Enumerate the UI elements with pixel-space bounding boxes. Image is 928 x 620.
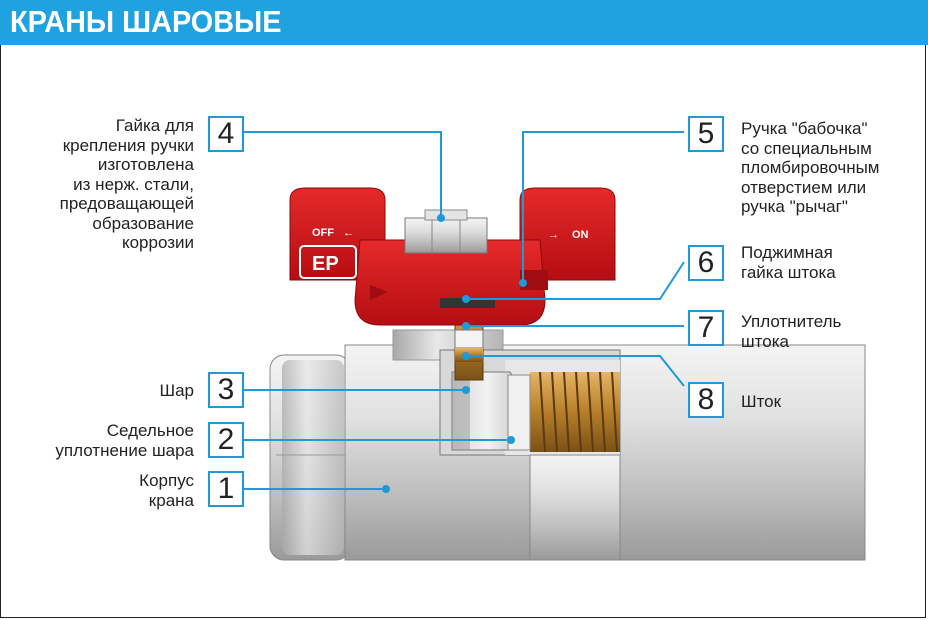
brass-thread (530, 371, 620, 453)
callout-number-1: 1 (208, 471, 244, 507)
callout-label-6: Поджимная гайка штока (741, 243, 836, 282)
callout-label-5: Ручка "бабочка" со специальным пломбиров… (741, 119, 880, 216)
callout-number-6: 6 (688, 245, 724, 281)
leader-dots (382, 214, 527, 493)
handle-badge: EP (312, 253, 339, 275)
callout-number-2: 2 (208, 422, 244, 458)
valve-left-end (269, 354, 351, 561)
page-title: КРАНЫ ШАРОВЫЕ (10, 4, 282, 39)
callout-label-8: Шток (741, 392, 782, 411)
callout-label-1: Корпус крана (139, 471, 194, 510)
callout-number-8: 8 (688, 382, 724, 418)
handle-on-text: ON (572, 229, 589, 241)
callout-label-3: Шар (159, 381, 195, 400)
handle-off-text: OFF (312, 227, 334, 239)
callout-label-7: Уплотнитель штока (741, 312, 842, 351)
packing-nut (440, 298, 495, 308)
callout-number-4: 4 (208, 116, 244, 152)
leader-lines (244, 131, 685, 490)
callout-number-5: 5 (688, 116, 724, 152)
callout-number-3: 3 (208, 372, 244, 408)
header-bar: КРАНЫ ШАРОВЫЕ (0, 0, 928, 45)
callout-label-4: Гайка для крепления ручки изготовлена из… (59, 116, 194, 252)
handle-on-arrow: → (548, 229, 559, 241)
callout-number-7: 7 (688, 310, 724, 346)
handle-off-arrow: ← (343, 227, 354, 239)
butterfly-handle (289, 187, 616, 326)
seat-seal (507, 374, 531, 451)
callout-label-2: Седельное уплотнение шара (55, 421, 194, 460)
hex-nut (404, 209, 488, 254)
